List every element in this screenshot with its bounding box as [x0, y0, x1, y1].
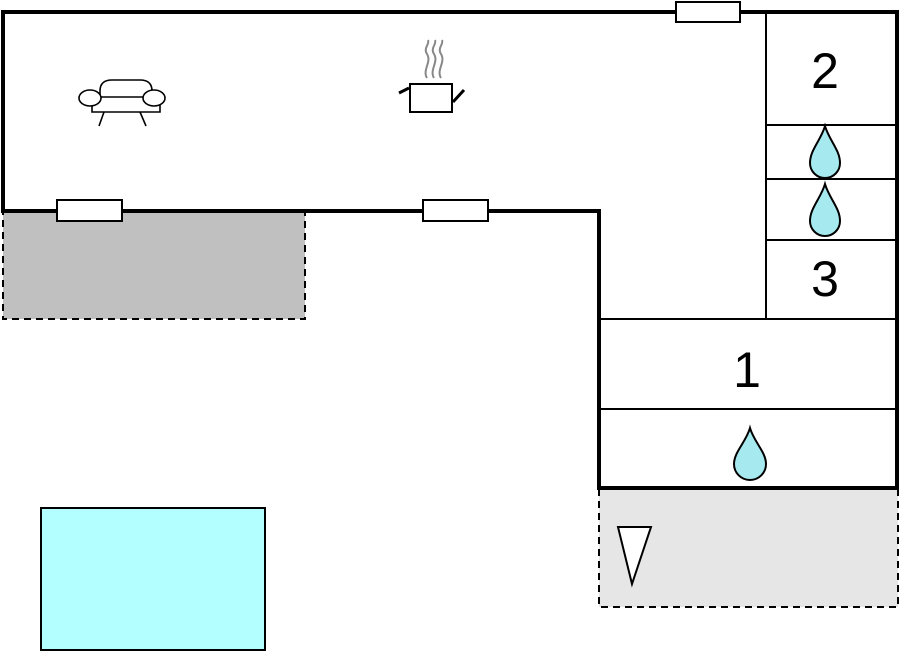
sofa-icon: [78, 79, 166, 127]
outer-wall: [1, 10, 899, 490]
cooking-pot-icon: [398, 39, 466, 113]
room-number-2: 2: [811, 43, 839, 99]
parasol-icon: [616, 526, 653, 588]
water-drop-icon: [808, 180, 842, 237]
terrace-right: [598, 487, 899, 608]
pool: [40, 507, 266, 651]
room-number-3: 3: [811, 251, 839, 307]
window-left: [56, 199, 123, 222]
window-middle: [422, 199, 489, 222]
terrace-left: [2, 210, 306, 320]
water-drop-icon: [808, 122, 842, 179]
room-number-1: 1: [733, 342, 761, 398]
window-top: [675, 1, 741, 23]
water-drop-icon: [732, 424, 768, 481]
